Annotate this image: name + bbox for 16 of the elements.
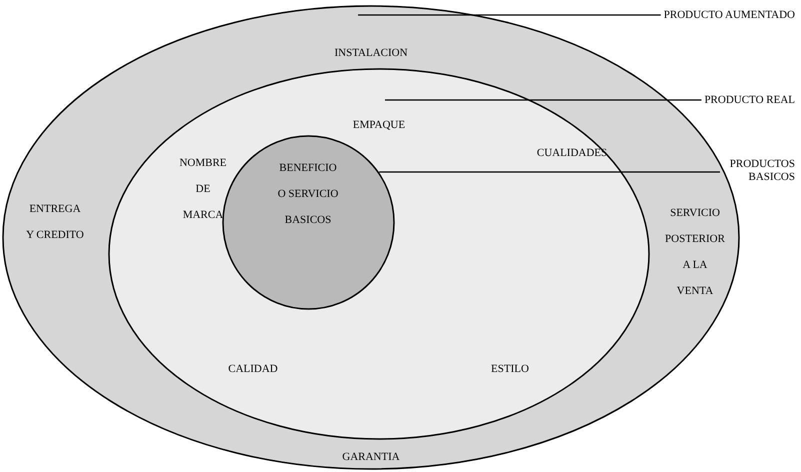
ring-item-text: GARANTIA [341,450,401,465]
level-label: PRODUCTO AUMENTADO [664,9,795,22]
ring-item-text: CUALIDADES [536,146,608,161]
leader-line [384,99,702,101]
ring-item-text: EMPAQUE [352,118,406,133]
ring-item-text: BENEFICIO O SERVICIO BASICOS [276,161,340,228]
ring-item-text: SERVICIO POSTERIOR A LA VENTA [665,206,725,299]
ring-item-text: INSTALACION [333,46,409,61]
ring-item-text: ENTREGA Y CREDITO [25,202,85,243]
ring-item-text: CALIDAD [227,362,279,377]
leader-line [379,171,720,173]
leader-line [358,14,661,16]
ring-item-text: NOMBRE DE MARCA [178,156,228,223]
level-label: PRODUCTO REAL [704,94,795,107]
level-label: PRODUCTOS BASICOS [723,158,795,184]
ring-item-text: ESTILO [490,362,530,377]
